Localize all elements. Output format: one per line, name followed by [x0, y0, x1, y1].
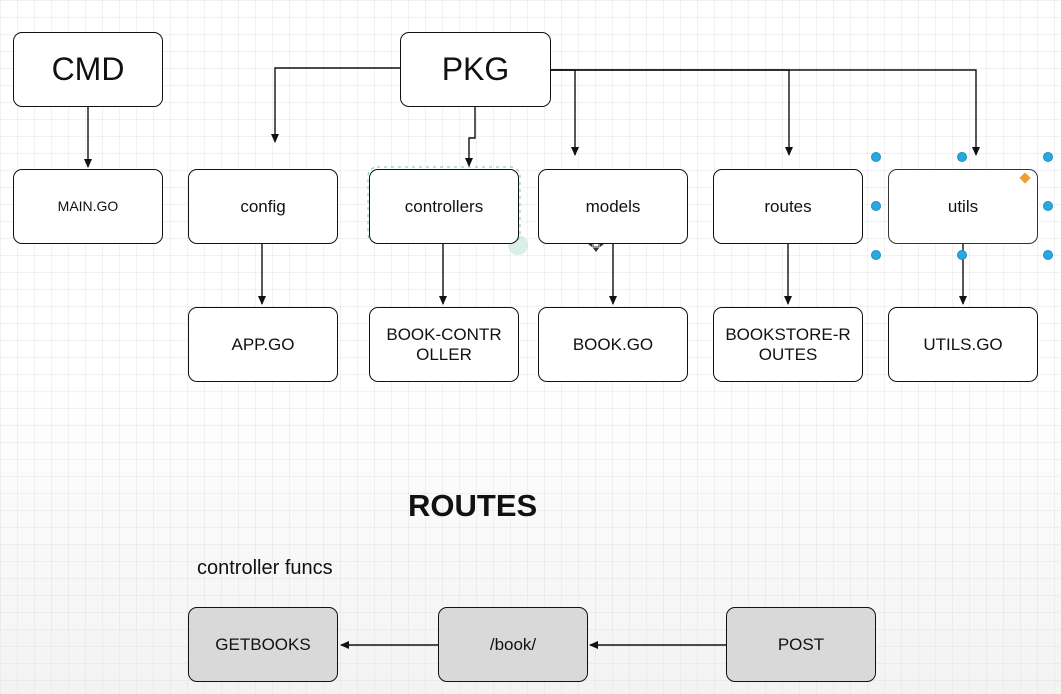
package-box-config[interactable]: config	[188, 169, 338, 244]
main-go-box[interactable]: MAIN.GO	[13, 169, 163, 244]
main-go-label: MAIN.GO	[57, 198, 119, 215]
file-box-app-go[interactable]: APP.GO	[188, 307, 338, 382]
file-label: BOOK.GO	[572, 334, 654, 354]
package-box-utils[interactable]: utils	[888, 169, 1038, 244]
selection-handle[interactable]	[871, 201, 881, 211]
package-box-models[interactable]: models	[538, 169, 688, 244]
package-label: models	[585, 196, 641, 216]
selection-handle[interactable]	[1043, 152, 1053, 162]
file-label: APP.GO	[231, 334, 295, 354]
file-box-book-controller[interactable]: BOOK-CONTROLLER	[369, 307, 519, 382]
controller-funcs-caption: controller funcs	[197, 557, 333, 579]
package-box-controllers[interactable]: controllers	[369, 169, 519, 244]
package-label: utils	[947, 196, 979, 216]
edge-pkg-config	[271, 67, 401, 143]
package-label: controllers	[404, 196, 484, 216]
file-label: UTILS.GO	[923, 334, 1003, 354]
selection-handle[interactable]	[957, 152, 967, 162]
pkg-box[interactable]: PKG	[400, 32, 551, 107]
edge-pkg-utils	[550, 69, 980, 156]
selection-handle[interactable]	[1043, 201, 1053, 211]
edge-pkg-controllers	[465, 107, 476, 167]
cmd-box[interactable]: CMD	[13, 32, 163, 107]
package-box-routes[interactable]: routes	[713, 169, 863, 244]
package-label: config	[240, 196, 286, 216]
package-label: routes	[764, 196, 812, 216]
edge-pkg-routes	[550, 69, 793, 156]
file-label: BOOKSTORE-ROUTES	[725, 324, 851, 364]
pkg-label: PKG	[441, 51, 510, 88]
selection-handle[interactable]	[871, 152, 881, 162]
selection-handle[interactable]	[957, 250, 967, 260]
file-box-bookstore-routes[interactable]: BOOKSTORE-ROUTES	[713, 307, 863, 382]
flow-box-post[interactable]: POST	[726, 607, 876, 682]
selection-handle[interactable]	[871, 250, 881, 260]
flow-label: /book/	[489, 634, 537, 654]
cmd-label: CMD	[51, 51, 125, 88]
flow-box-getbooks[interactable]: GETBOOKS	[188, 607, 338, 682]
flow-label: GETBOOKS	[215, 634, 311, 654]
file-box-book-go[interactable]: BOOK.GO	[538, 307, 688, 382]
flow-box-book-path[interactable]: /book/	[438, 607, 588, 682]
flow-label: POST	[777, 634, 825, 654]
selection-handle[interactable]	[1043, 250, 1053, 260]
file-label: BOOK-CONTROLLER	[386, 324, 502, 364]
routes-heading: ROUTES	[408, 488, 538, 523]
file-box-utils-go[interactable]: UTILS.GO	[888, 307, 1038, 382]
edge-pkg-models	[550, 69, 579, 156]
